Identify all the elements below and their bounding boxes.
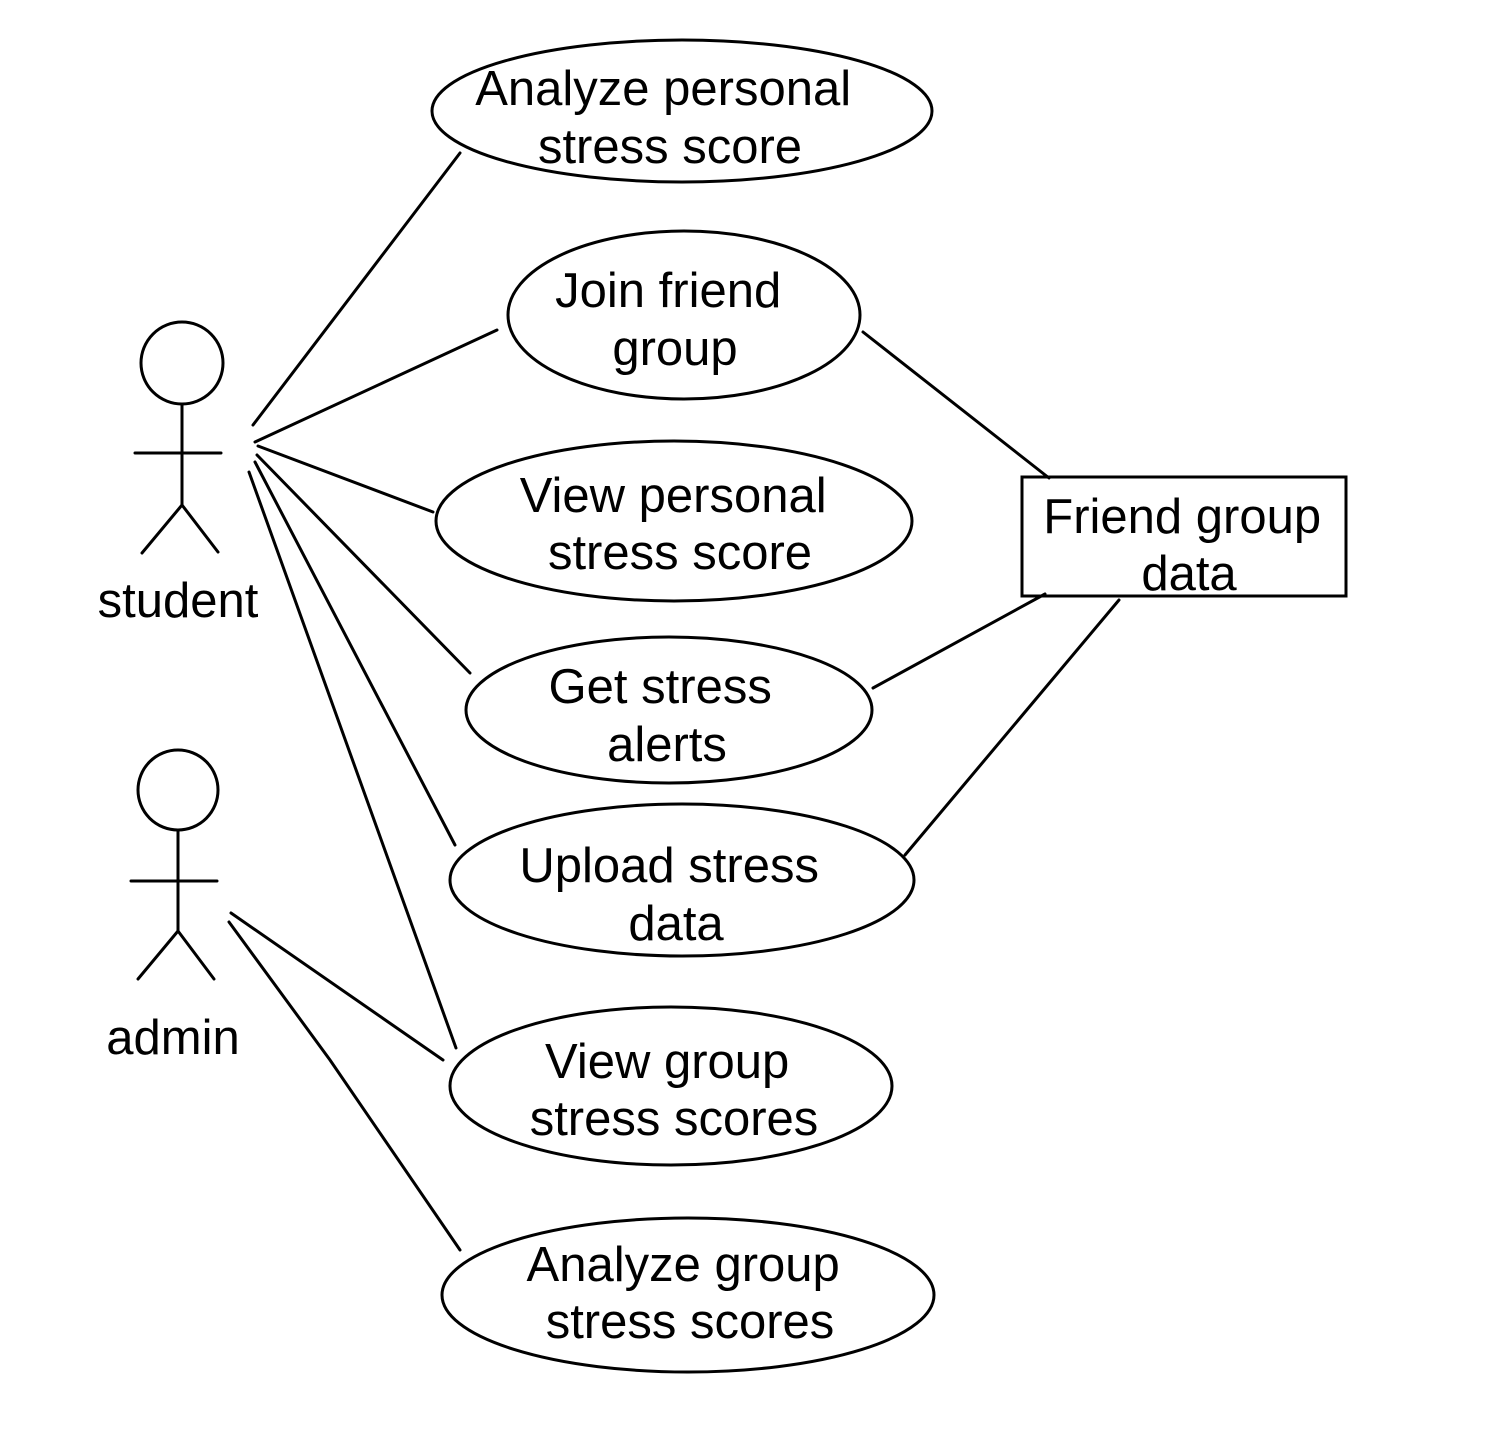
use-case-ellipse (440, 1216, 936, 1374)
use-case-label-line: Get stress (549, 660, 772, 714)
use-case-view-personal-stress-score: View personal stress score (434, 439, 914, 603)
association-student-analyze-personal (251, 151, 462, 427)
use-case-ellipse (448, 1005, 894, 1167)
friend-group-data-box: Friend group data (1020, 475, 1348, 601)
use-case-label-line: group (612, 322, 737, 376)
data-store-label: Friend group data (1043, 490, 1334, 601)
use-case-label: View group stress scores (530, 1035, 819, 1146)
actor-admin: admin (106, 748, 240, 1065)
use-case-label-line: data (628, 897, 724, 951)
actor-student-label: student (98, 574, 259, 628)
use-case-label-line: stress scores (530, 1092, 819, 1146)
use-case-label: Upload stress data (519, 839, 832, 951)
student-right-leg (180, 503, 220, 554)
use-case-label-line: View personal (520, 469, 827, 523)
use-case-label-line: stress score (548, 526, 812, 580)
use-case-label: Join friend group (555, 264, 795, 376)
use-case-label: View personal stress score (520, 469, 841, 580)
data-store-rect (1020, 475, 1348, 598)
use-case-analyze-personal-stress-score: Analyze personal stress score (430, 38, 934, 184)
association-get-alerts-data (871, 592, 1047, 690)
association-admin-analyze-group (227, 920, 462, 1252)
association-upload-data-data (903, 598, 1121, 857)
admin-head (136, 748, 220, 832)
actor-admin-label: admin (106, 1011, 239, 1065)
association-student-get-alerts (255, 453, 472, 675)
association-lines (227, 151, 1121, 1252)
use-case-label: Analyze group stress scores (527, 1238, 854, 1349)
use-case-label-line: Upload stress (519, 839, 819, 893)
use-case-label-line: Analyze group (527, 1238, 840, 1292)
use-case-label-line: stress score (538, 120, 802, 174)
use-case-label: Analyze personal stress score (475, 62, 865, 174)
use-case-label-line: stress scores (546, 1295, 835, 1349)
use-case-ellipse (464, 635, 874, 785)
use-case-upload-stress-data: Upload stress data (448, 802, 916, 958)
association-student-join-group (253, 328, 499, 444)
use-case-ellipse (434, 439, 914, 603)
admin-right-leg (176, 929, 216, 981)
use-case-label-line: Join friend (555, 264, 781, 318)
use-case-analyze-group-stress-scores: Analyze group stress scores (440, 1216, 936, 1374)
use-case-label-line: View group (545, 1035, 789, 1089)
use-case-ellipse (430, 38, 934, 184)
data-store-label-line: Friend group (1043, 490, 1321, 544)
association-student-upload-data (253, 460, 457, 847)
association-student-view-personal (256, 444, 435, 514)
use-case-ellipse (448, 802, 916, 958)
use-case-label: Get stress alerts (549, 660, 786, 772)
association-join-group-data (861, 330, 1051, 480)
admin-left-leg (136, 929, 180, 981)
association-student-view-group (247, 470, 458, 1050)
association-admin-view-group (229, 911, 445, 1062)
student-head (139, 320, 225, 406)
use-case-join-friend-group: Join friend group (506, 229, 862, 401)
use-case-get-stress-alerts: Get stress alerts (464, 635, 874, 785)
data-store-label-line: data (1141, 547, 1237, 601)
use-case-label-line: alerts (607, 718, 727, 772)
actor-student: student (98, 320, 259, 628)
student-left-leg (140, 503, 184, 555)
use-case-label-line: Analyze personal (475, 62, 851, 116)
use-case-ellipse (506, 229, 862, 401)
use-case-view-group-stress-scores: View group stress scores (448, 1005, 894, 1167)
